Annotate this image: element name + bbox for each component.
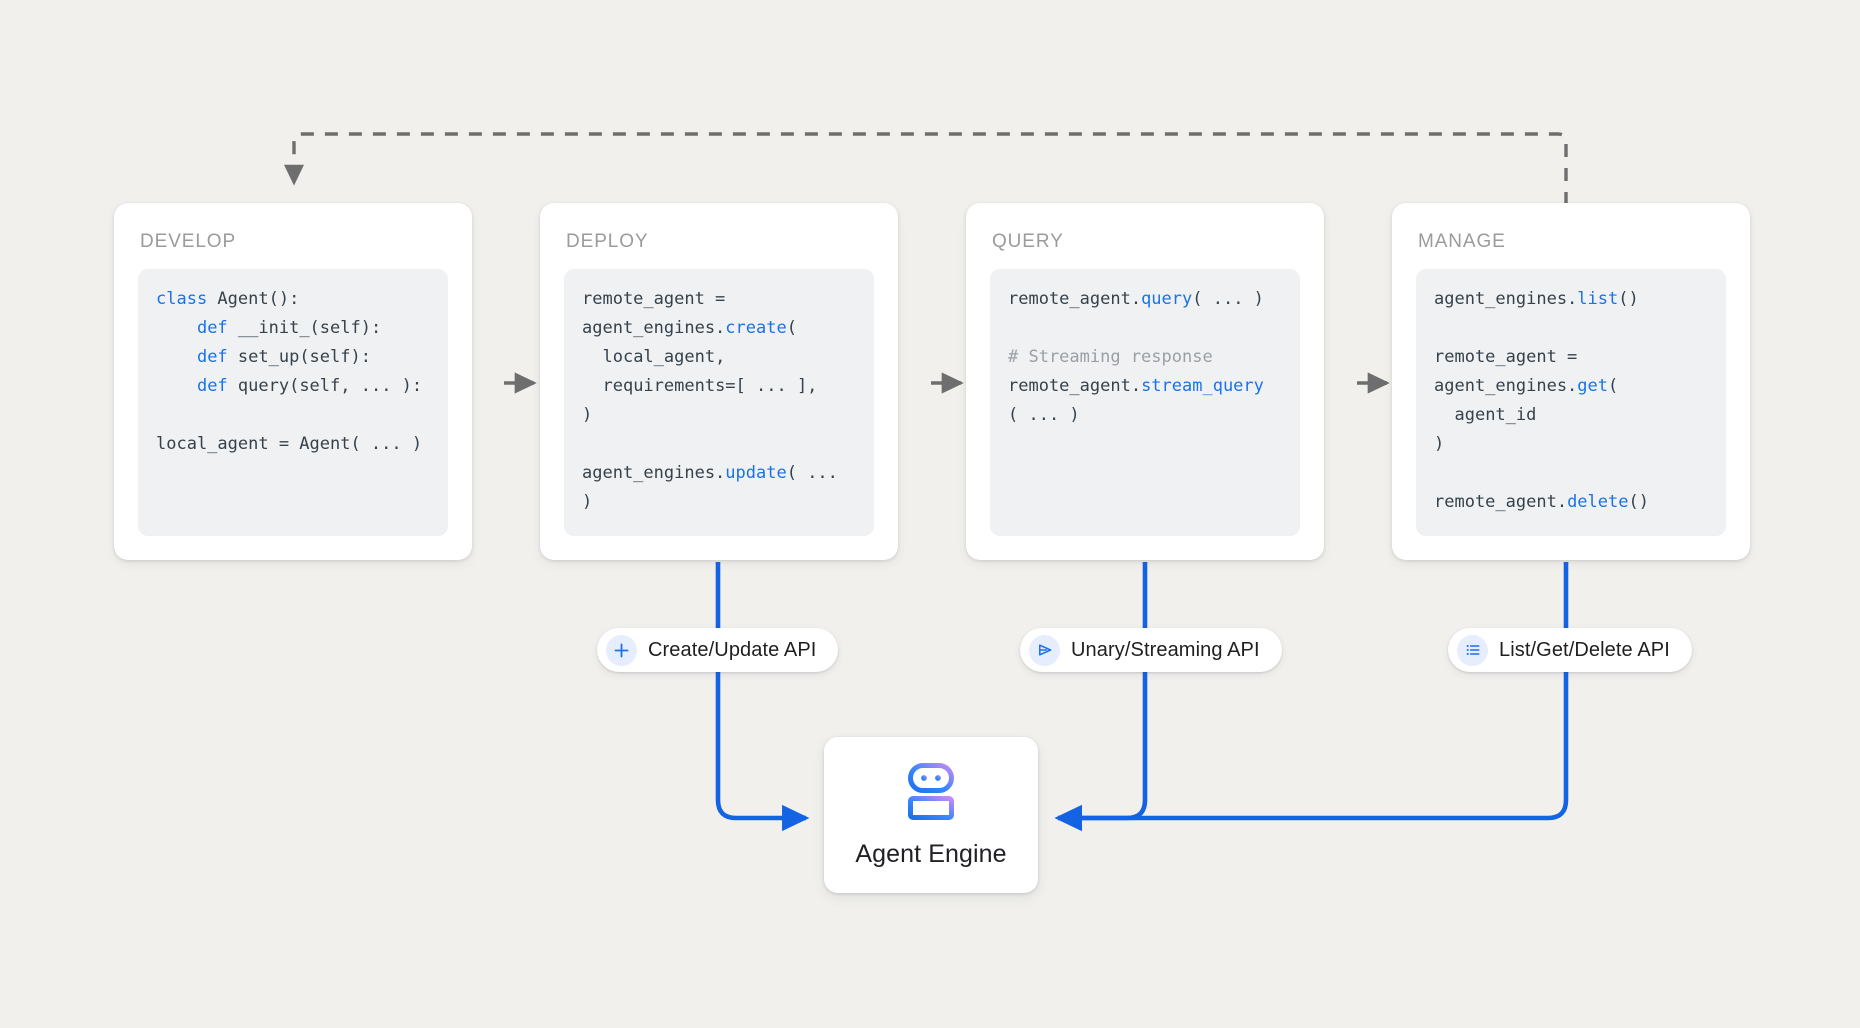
robot-icon bbox=[898, 761, 964, 828]
code-text-develop: class Agent(): def __init_(self): def se… bbox=[156, 289, 423, 454]
code-block-query: remote_agent.query( ... ) # Streaming re… bbox=[990, 269, 1300, 536]
wire-manage-to-agent-engine bbox=[1054, 562, 1569, 832]
stage-card-manage[interactable]: MANAGE agent_engines.list() remote_agent… bbox=[1392, 203, 1750, 560]
stage-title-query: QUERY bbox=[992, 231, 1064, 252]
feedback-loop-connector bbox=[283, 132, 1568, 205]
wire-deploy-to-agent-engine bbox=[715, 562, 810, 832]
stage-card-develop[interactable]: DEVELOP class Agent(): def __init_(self)… bbox=[114, 203, 472, 560]
api-pill-list-get-delete[interactable]: List/Get/Delete API bbox=[1448, 628, 1692, 672]
stage-title-deploy: DEPLOY bbox=[566, 231, 649, 252]
code-block-deploy: remote_agent = agent_engines.create( loc… bbox=[564, 269, 874, 536]
stage-card-query[interactable]: QUERY remote_agent.query( ... ) # Stream… bbox=[966, 203, 1324, 560]
stage-title-manage: MANAGE bbox=[1418, 231, 1506, 252]
send-triangle-icon bbox=[1029, 634, 1060, 666]
code-block-manage: agent_engines.list() remote_agent = agen… bbox=[1416, 269, 1726, 536]
api-pill-label: Unary/Streaming API bbox=[1071, 638, 1260, 661]
api-pill-label: Create/Update API bbox=[648, 638, 817, 661]
agent-engine-node[interactable]: Agent Engine bbox=[824, 737, 1038, 893]
api-pill-label: List/Get/Delete API bbox=[1499, 638, 1670, 661]
plus-icon bbox=[606, 634, 637, 666]
api-pill-create-update[interactable]: Create/Update API bbox=[597, 628, 839, 672]
code-text-manage: agent_engines.list() remote_agent = agen… bbox=[1434, 289, 1649, 512]
api-pill-unary-streaming[interactable]: Unary/Streaming API bbox=[1020, 628, 1282, 672]
agent-engine-label: Agent Engine bbox=[855, 840, 1007, 868]
code-text-deploy: remote_agent = agent_engines.create( loc… bbox=[582, 289, 849, 512]
list-lines-icon bbox=[1457, 634, 1488, 666]
stage-title-develop: DEVELOP bbox=[140, 231, 237, 252]
code-block-develop: class Agent(): def __init_(self): def se… bbox=[138, 269, 448, 536]
stage-card-deploy[interactable]: DEPLOY remote_agent = agent_engines.crea… bbox=[540, 203, 898, 560]
wire-query-to-agent-engine bbox=[1054, 562, 1148, 832]
code-text-query: remote_agent.query( ... ) # Streaming re… bbox=[1008, 289, 1264, 425]
